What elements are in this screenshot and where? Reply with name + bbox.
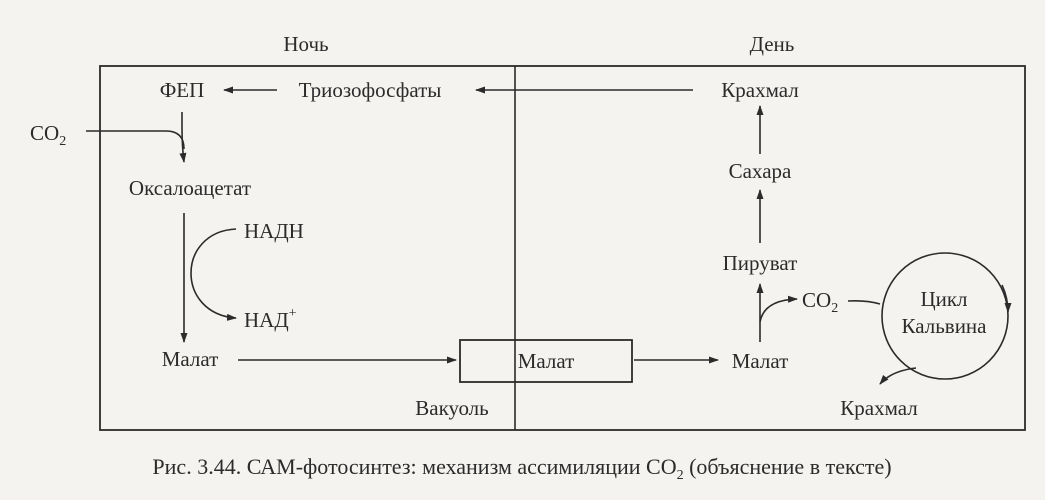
co2-incoming-line bbox=[86, 130, 185, 150]
malate-night-label: Малат bbox=[162, 347, 219, 371]
calvin-cycle-line2: Кальвина bbox=[901, 314, 987, 338]
calvin-cycle-circle bbox=[881, 252, 1009, 380]
vacuole-malate-box bbox=[459, 339, 633, 383]
calvin-cycle-arrow bbox=[1001, 284, 1012, 313]
arrow-pep-to-oxaloacetate bbox=[179, 112, 187, 163]
arrow-nadh-to-nad bbox=[190, 228, 237, 321]
vacuole-label: Вакуоль bbox=[415, 396, 489, 420]
co2-to-calvin-line bbox=[847, 300, 881, 305]
oxaloacetate-label: Оксалоацетат bbox=[129, 176, 251, 200]
malate-day-label: Малат bbox=[732, 349, 789, 373]
arrow-calvin-to-starch bbox=[879, 367, 917, 385]
co2-night-label: CO2 bbox=[30, 121, 66, 149]
diagram-frame bbox=[99, 65, 1026, 431]
starch-bottom-label: Крахмал bbox=[840, 396, 917, 420]
figure-caption: Рис. 3.44. САМ-фотосинтез: механизм асси… bbox=[152, 454, 891, 483]
arrow-co2-release bbox=[759, 295, 798, 323]
starch-top-label: Крахмал bbox=[721, 78, 798, 102]
co2-day-label: CO2 bbox=[802, 288, 838, 316]
calvin-cycle-line1: Цикл bbox=[920, 287, 967, 311]
vacuole-malate-label: Малат bbox=[518, 349, 575, 373]
pyruvate-label: Пируват bbox=[723, 251, 798, 275]
sugars-label: Сахара bbox=[729, 159, 792, 183]
triose-phosphates-label: Триозофосфаты bbox=[299, 78, 442, 102]
day-header: День bbox=[750, 32, 795, 56]
pep-label: ФЕП bbox=[160, 78, 205, 102]
nadh-label: НАДН bbox=[244, 219, 304, 243]
nad-plus-label: НАД+ bbox=[244, 306, 297, 332]
night-header: Ночь bbox=[283, 32, 328, 56]
